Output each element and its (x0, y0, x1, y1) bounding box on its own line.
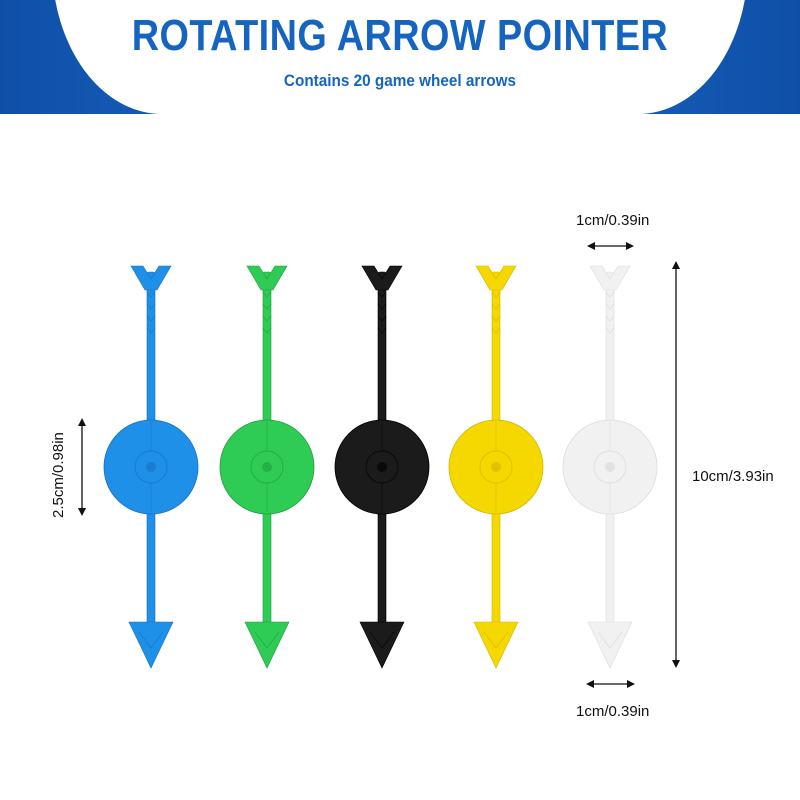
fletching-ridge (491, 291, 501, 298)
arrow-tail (361, 265, 403, 291)
arrow-head-ridge (483, 631, 509, 649)
arrow-tail (130, 265, 172, 291)
fletching-ridge (491, 315, 501, 322)
arrow-head-ridge (138, 631, 164, 649)
green-arrow-pointer (219, 265, 315, 669)
head-width-label: 1cm/0.39in (576, 703, 650, 720)
arrow-pointers (103, 265, 658, 669)
fletching-ridge (605, 315, 615, 322)
fletching-ridge (377, 303, 387, 310)
page-subtitle: Contains 20 game wheel arrows (283, 71, 517, 90)
fletching-ridge (605, 291, 615, 298)
yellow-arrow-pointer (448, 265, 544, 669)
fletching-ridge (146, 303, 156, 310)
fletching-ridge (262, 327, 272, 334)
arrow-head-ridge (254, 631, 280, 649)
fletching-ridge (605, 303, 615, 310)
black-arrow-pointer (334, 265, 430, 669)
tail-width-label: 1cm/0.39in (576, 212, 650, 229)
fletching-ridge (491, 303, 501, 310)
arrow-head (587, 621, 633, 669)
fletching-ridge (146, 315, 156, 322)
fletching-ridge (262, 291, 272, 298)
fletching-ridge (377, 327, 387, 334)
fletching-ridge (491, 327, 501, 334)
arrow-head-ridge (597, 631, 623, 649)
disc-center-hole (146, 462, 156, 472)
arrow-head-ridge (369, 631, 395, 649)
arrow-head (359, 621, 405, 669)
arrow-tail (589, 265, 631, 291)
fletching-ridge (146, 327, 156, 334)
total-length-label: 10cm/3.93in (692, 468, 774, 485)
arrow-head (473, 621, 519, 669)
title-banner (52, 0, 748, 114)
fletching-ridge (377, 315, 387, 322)
fletching-ridge (262, 303, 272, 310)
fletching-ridge (377, 291, 387, 298)
arrow-tail (475, 265, 517, 291)
arrow-tail (246, 265, 288, 291)
disc-center-hole (605, 462, 615, 472)
white-arrow-pointer (562, 265, 658, 669)
disc-center-hole (262, 462, 272, 472)
disc-diameter-label: 2.5cm/0.98in (50, 432, 67, 518)
disc-center-hole (491, 462, 501, 472)
fletching-ridge (146, 291, 156, 298)
arrow-head (244, 621, 290, 669)
arrow-head (128, 621, 174, 669)
fletching-ridge (605, 327, 615, 334)
blue-arrow-pointer (103, 265, 199, 669)
disc-center-hole (377, 462, 387, 472)
fletching-ridge (262, 315, 272, 322)
page-title: ROTATING ARROW POINTER (131, 11, 669, 60)
